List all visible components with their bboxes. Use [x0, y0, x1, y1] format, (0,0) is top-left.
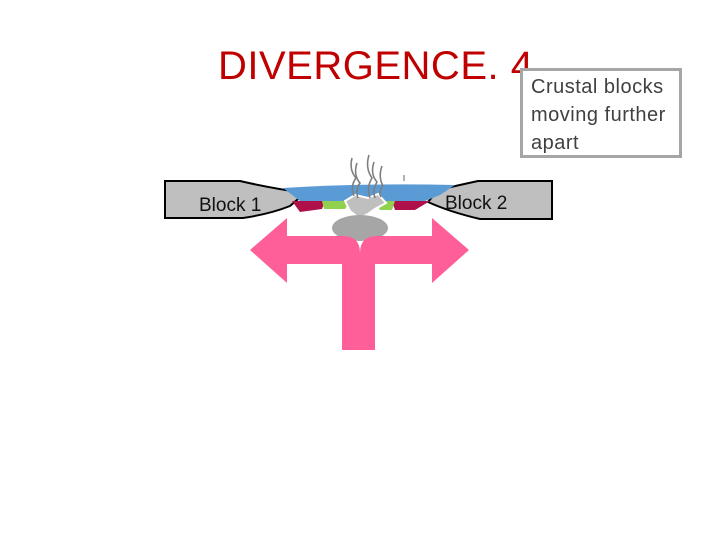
block-2-label: Block 2 [445, 193, 507, 214]
rift-crust-left [292, 201, 325, 212]
smoke-plumes [350, 154, 384, 199]
rift-green-left [322, 201, 350, 209]
divergence-arrow [250, 218, 469, 350]
slide-title: DIVERGENCE. 4 [218, 44, 534, 88]
block-1-label: Block 1 [199, 195, 261, 216]
rift-crust-right [392, 201, 430, 210]
caption-text: Crustal blocks moving further apart [531, 76, 666, 154]
vent [343, 192, 388, 220]
block-1 [164, 180, 308, 219]
magma-chamber [332, 215, 388, 241]
caption-box: Crustal blocks moving further apart [520, 68, 682, 158]
